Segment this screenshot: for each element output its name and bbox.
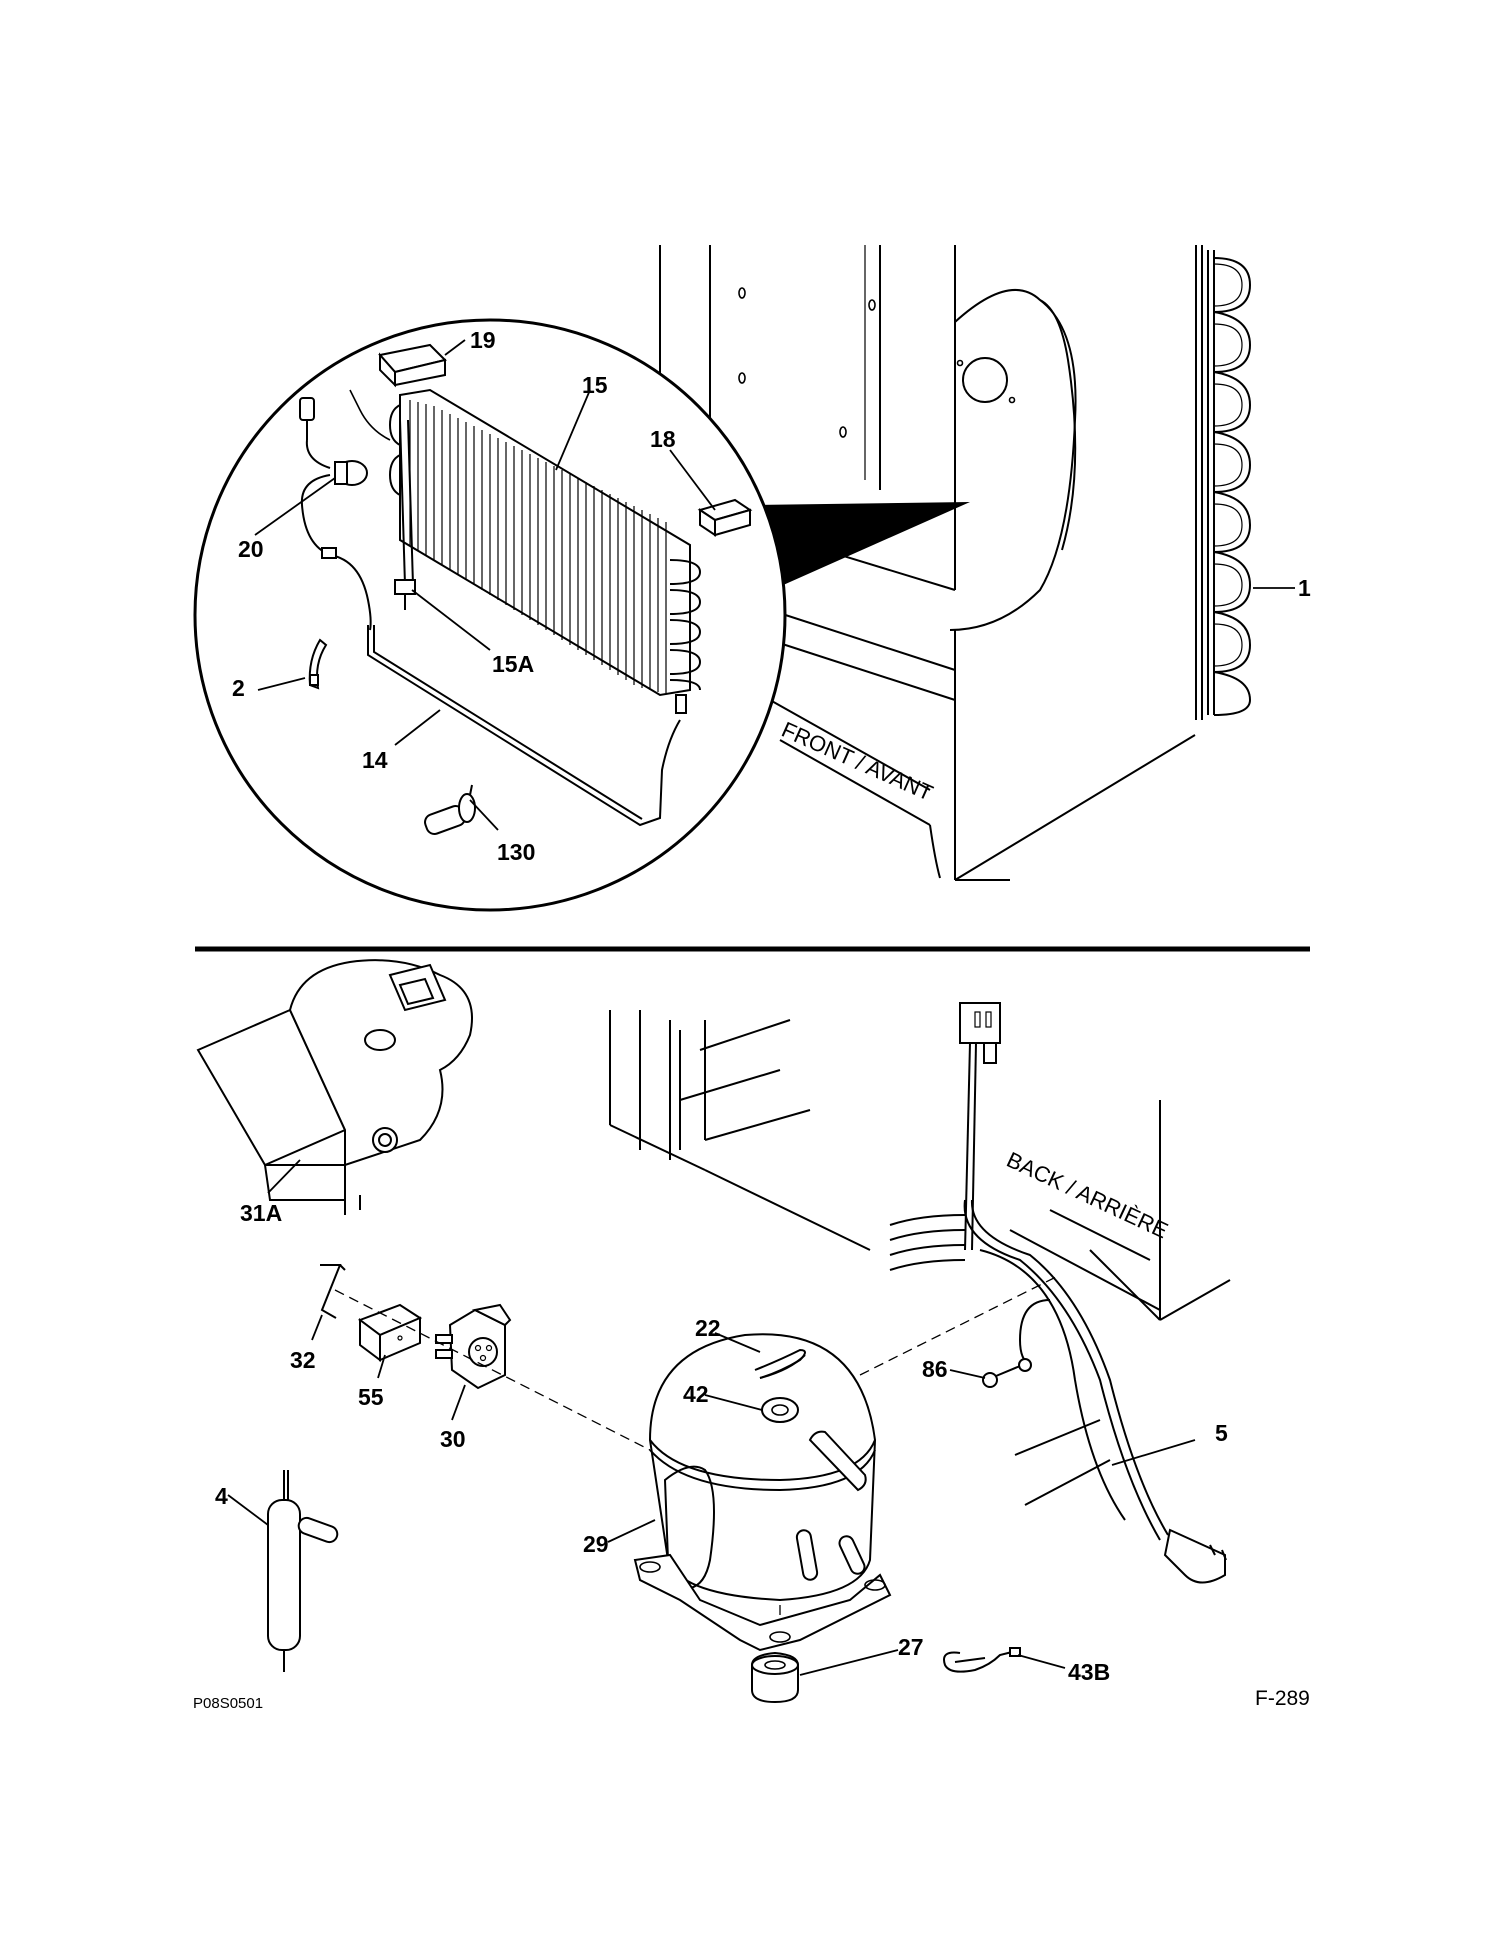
callout-14: 14 xyxy=(362,747,388,773)
detail-pointer xyxy=(755,502,970,590)
part-2-clip xyxy=(308,638,328,690)
defrost-thermostat xyxy=(299,389,391,631)
relay-55 xyxy=(357,1303,423,1362)
callout-31a: 31A xyxy=(240,1200,282,1226)
callout-30: 30 xyxy=(440,1426,466,1452)
callout-22: 22 xyxy=(695,1315,721,1341)
callout-19: 19 xyxy=(470,327,496,353)
alignment-line-2 xyxy=(859,1274,1061,1376)
evaporator xyxy=(388,388,702,697)
callout-43b: 43B xyxy=(1068,1659,1110,1685)
ice-maker-31a xyxy=(196,959,473,1215)
clip-43b xyxy=(943,1647,1021,1673)
compressor-29 xyxy=(633,1333,892,1652)
callout-29: 29 xyxy=(583,1531,609,1557)
condenser-coil xyxy=(1195,245,1252,720)
callout-20: 20 xyxy=(238,536,264,562)
drier-4 xyxy=(267,1470,339,1672)
callout-5: 5 xyxy=(1215,1420,1228,1446)
front-label: FRONT / AVANT xyxy=(778,717,937,806)
cabinet-bottom-outline xyxy=(609,1010,1231,1321)
callout-55: 55 xyxy=(358,1384,384,1410)
part-19-block xyxy=(378,343,447,388)
power-cord-harness-5 xyxy=(889,1002,1227,1584)
callout-15a: 15A xyxy=(492,651,534,677)
part-18-block xyxy=(697,498,753,537)
callout-4: 4 xyxy=(215,1483,228,1509)
wire-harness-14 xyxy=(367,625,687,827)
screw-86 xyxy=(982,1365,1021,1388)
callout-42: 42 xyxy=(683,1381,709,1407)
figure-number: F-289 xyxy=(1255,1687,1310,1710)
clip-32 xyxy=(320,1264,346,1319)
callout-18: 18 xyxy=(650,426,676,452)
callout-27: 27 xyxy=(898,1634,924,1660)
drawing-code: P08S0501 xyxy=(193,1695,263,1712)
overload-30 xyxy=(435,1303,512,1390)
alignment-line-1 xyxy=(334,1289,651,1451)
bottom-leaders xyxy=(227,1159,1196,1676)
callout-2: 2 xyxy=(232,675,245,701)
grommet-27 xyxy=(751,1651,799,1704)
callout-15: 15 xyxy=(582,372,608,398)
callout-32: 32 xyxy=(290,1347,316,1373)
callout-130: 130 xyxy=(497,839,535,865)
callout-86: 86 xyxy=(922,1356,948,1382)
top-leaders xyxy=(254,339,1295,831)
callout-1: 1 xyxy=(1298,575,1311,601)
